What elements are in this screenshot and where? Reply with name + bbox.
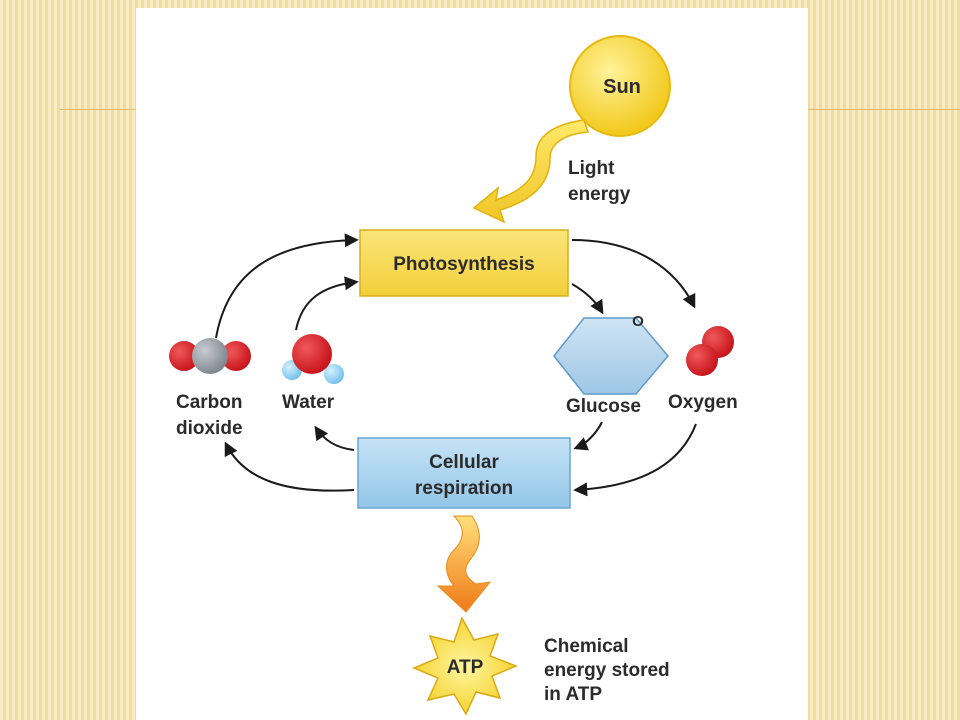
cellular-respiration-box-shape bbox=[357, 437, 571, 509]
light-energy-label: Light energy bbox=[568, 158, 631, 205]
arrow-oxygen-to-respiration bbox=[573, 423, 697, 497]
cycle-arrows bbox=[215, 233, 697, 497]
atp-star-shape bbox=[412, 616, 519, 716]
cellular-respiration-line-1: Cellular bbox=[429, 452, 499, 473]
sun: Sun bbox=[569, 35, 671, 137]
water-oxygen-atom bbox=[292, 334, 332, 374]
oxygen-label: Oxygen bbox=[668, 392, 738, 413]
chemical-energy-line-3: in ATP bbox=[544, 684, 602, 705]
photosynthesis-respiration-diagram: Sun Light energy Photosynthesis Cellular… bbox=[169, 35, 738, 716]
figure-panel: Sun Light energy Photosynthesis Cellular… bbox=[136, 8, 808, 720]
arrow-respiration-to-water bbox=[314, 425, 355, 451]
carbon-dioxide-label: Carbon dioxide bbox=[176, 392, 243, 439]
glucose-molecule: O bbox=[553, 313, 669, 395]
light-energy-line-2: energy bbox=[568, 184, 631, 205]
atp-label: ATP bbox=[447, 657, 484, 678]
arrow-glucose-to-respiration bbox=[573, 421, 603, 451]
photosynthesis-label: Photosynthesis bbox=[393, 254, 534, 275]
photosynthesis-box-shape bbox=[359, 229, 569, 297]
chemical-energy-label: Chemical energy stored in ATP bbox=[544, 636, 670, 705]
chemical-energy-line-1: Chemical bbox=[544, 636, 628, 657]
glucose-label: Glucose bbox=[566, 396, 641, 417]
arrow-respiration-to-carbon-dioxide bbox=[224, 441, 355, 492]
arrow-carbon-dioxide-to-photosynthesis bbox=[215, 233, 359, 339]
energy-release-bolt bbox=[436, 515, 492, 613]
carbon-dioxide-molecule bbox=[169, 338, 251, 374]
cellular-respiration-box: Cellular respiration bbox=[357, 437, 571, 509]
carbon-dioxide-line-2: dioxide bbox=[176, 418, 243, 439]
arrow-photosynthesis-to-oxygen bbox=[571, 239, 696, 309]
oxygen-molecule bbox=[686, 326, 734, 376]
arrow-water-to-photosynthesis bbox=[295, 276, 359, 331]
co2-carbon-atom bbox=[192, 338, 228, 374]
co2-oxygen-atom-right bbox=[221, 341, 251, 371]
water-hydrogen-atom-right bbox=[324, 364, 344, 384]
sun-disc bbox=[569, 35, 671, 137]
glucose-ring-oxygen: O bbox=[632, 313, 644, 330]
cellular-respiration-line-2: respiration bbox=[415, 478, 513, 499]
carbon-dioxide-line-1: Carbon bbox=[176, 392, 243, 413]
light-energy-line-1: Light bbox=[568, 158, 615, 179]
water-label: Water bbox=[282, 392, 335, 413]
sun-label: Sun bbox=[603, 76, 641, 98]
water-molecule bbox=[282, 334, 344, 384]
co2-oxygen-atom-left bbox=[169, 341, 199, 371]
glucose-ring bbox=[553, 317, 669, 395]
chemical-energy-line-2: energy stored bbox=[544, 660, 670, 681]
photosynthesis-box: Photosynthesis bbox=[359, 229, 569, 297]
light-energy-arrow bbox=[472, 119, 590, 224]
arrow-photosynthesis-to-glucose bbox=[571, 283, 604, 315]
atp-starburst: ATP bbox=[412, 616, 519, 716]
oxygen-atom-lower bbox=[686, 344, 718, 376]
